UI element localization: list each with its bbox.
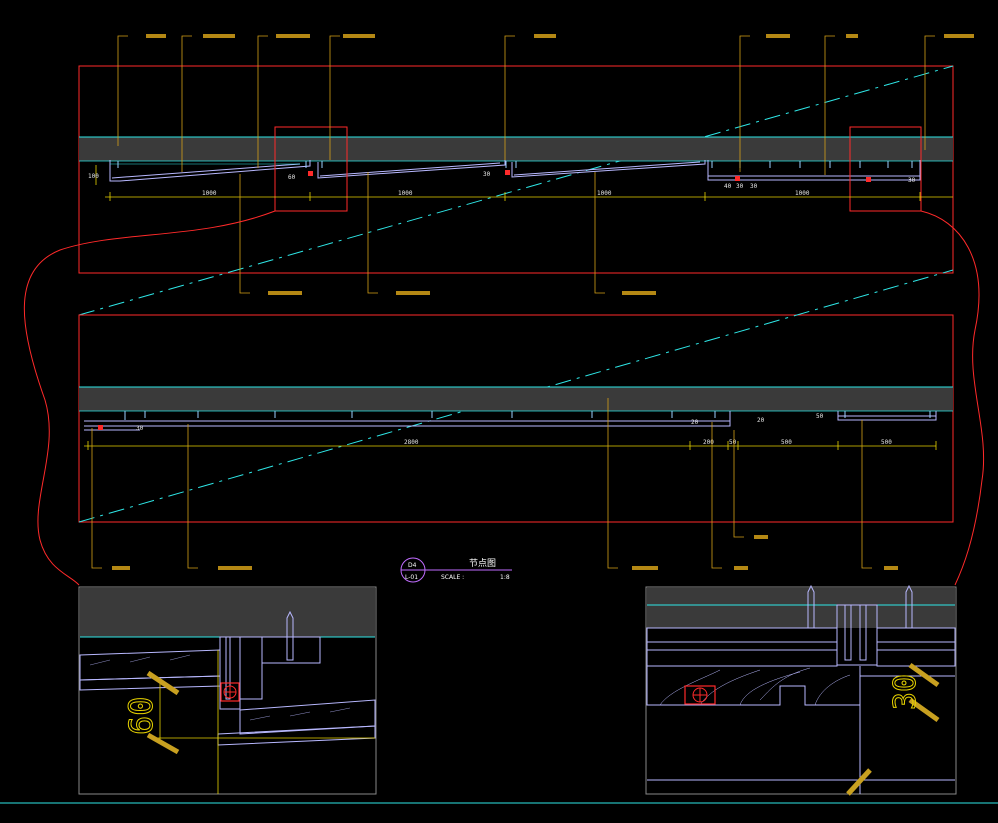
section-bottom-slab	[79, 387, 953, 411]
dimension-label: 1000	[202, 190, 217, 197]
dimension-label: 50	[816, 413, 824, 420]
dimension-label: 40	[724, 183, 732, 190]
section-top: 1000 1000 1000 1000 100 60 30 40 30 30 3…	[78, 34, 974, 316]
detail-right-tick	[846, 768, 872, 796]
dimension-label: 500	[781, 439, 792, 446]
light-fixture	[505, 170, 510, 175]
dimension-label: 1000	[795, 190, 810, 197]
light-fixture	[308, 171, 313, 176]
break-curve-right	[920, 210, 985, 586]
dimension-label: 30	[736, 183, 744, 190]
section-top-frame	[78, 65, 954, 274]
section-top-diagonal	[78, 65, 954, 316]
detail-right-tick	[908, 662, 940, 688]
section-bottom-leaders	[91, 398, 872, 569]
detail-left-tick	[146, 670, 180, 696]
light-fixture	[684, 685, 716, 705]
dimension-label: 2800	[404, 439, 419, 446]
section-top-leader-tags-below	[268, 291, 656, 295]
section-bottom-leader-tags	[112, 535, 898, 570]
screw-icon	[286, 610, 294, 661]
light-fixture	[220, 682, 240, 702]
dimension-label: 20	[691, 419, 699, 426]
dimension-label: 1000	[597, 190, 612, 197]
light-fixture	[98, 425, 103, 430]
dimension-label: 1000	[398, 190, 413, 197]
section-top-slab	[79, 137, 953, 161]
detail-left-hatch	[89, 654, 351, 721]
section-top-ceiling-profile	[109, 160, 921, 182]
detail-right-tick	[908, 697, 940, 723]
break-curve-left	[23, 210, 276, 586]
screw-icon	[905, 584, 913, 629]
drawing-title-block: D4 L-01 节点图 SCALE : 1:8	[400, 557, 512, 583]
drawing-symbol-bottom: L-01	[405, 574, 418, 581]
section-bottom-hangers	[124, 411, 931, 420]
section-top-leaders-above	[117, 35, 935, 175]
dimension-label: 50	[729, 439, 737, 446]
section-top-leaders-below	[239, 172, 605, 294]
dimension-label: 30	[750, 183, 758, 190]
dimension-label: 200	[703, 439, 714, 446]
section-bottom: 2800 200 50 500 500 30 20 20 50	[78, 269, 954, 570]
detail-right: 30	[645, 584, 957, 796]
drawing-symbol-top: D4	[408, 562, 417, 569]
section-top-hangers	[117, 161, 913, 168]
drawing-scale-value: 1:8	[500, 574, 510, 581]
section-bottom-diagonal	[78, 269, 954, 523]
detail-left-dimension: 60	[122, 696, 160, 735]
detail-right-slab	[647, 588, 955, 628]
light-fixture	[735, 176, 740, 181]
dimension-label: 500	[881, 439, 892, 446]
light-fixture	[866, 177, 871, 182]
section-bottom-dimension-line	[84, 441, 937, 450]
dimension-label: 30	[908, 177, 916, 184]
screw-icon	[807, 584, 815, 629]
detail-left: 60	[78, 586, 377, 795]
detail-left-slab	[80, 588, 375, 637]
dimension-label: 100	[88, 173, 99, 180]
detail-callout-left	[274, 126, 348, 212]
dimension-label: 30	[483, 171, 491, 178]
drawing-scale-label: SCALE :	[441, 574, 464, 581]
dimension-label: 20	[757, 417, 765, 424]
drawing-title: 节点图	[469, 558, 496, 569]
dimension-label: 30	[136, 425, 144, 432]
dimension-label: 60	[288, 174, 296, 181]
section-top-leader-tags	[146, 34, 974, 38]
detail-right-boards	[646, 604, 956, 794]
detail-callout-right	[849, 126, 922, 212]
detail-left-tick	[146, 732, 180, 755]
section-top-dimension-line	[95, 165, 953, 201]
section-bottom-frame	[78, 314, 954, 523]
detail-right-dimension: 30	[888, 674, 923, 710]
section-bottom-ceiling-profile	[84, 411, 937, 431]
